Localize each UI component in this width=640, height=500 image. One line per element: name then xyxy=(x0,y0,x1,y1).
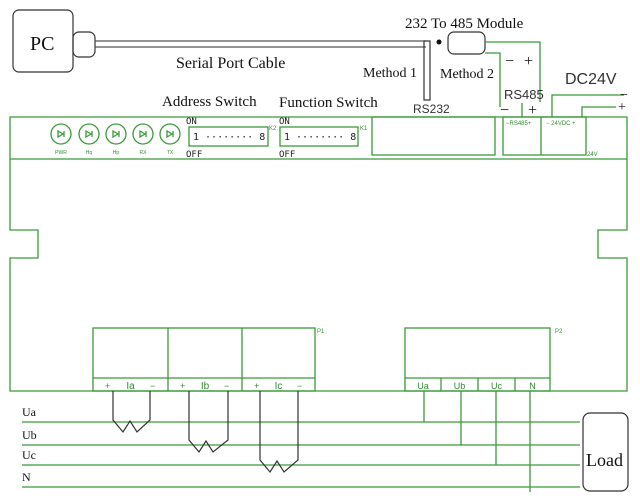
terminal-label: Ia xyxy=(126,381,135,392)
terminal-label: Ib xyxy=(201,381,210,392)
module-minus: − xyxy=(505,53,514,70)
line-label-ub: Ub xyxy=(22,428,37,442)
voltage-terminal-label: Uc xyxy=(491,381,502,391)
led-label: Hp xyxy=(113,150,120,156)
ct-coil-2 xyxy=(188,391,229,454)
voltage-terminal-label: Ub xyxy=(454,381,466,391)
terminal-label: Ic xyxy=(275,381,283,392)
address-on: ON xyxy=(186,117,197,127)
function-off: OFF xyxy=(279,150,295,160)
diode-icon xyxy=(85,129,93,139)
diode-icon xyxy=(57,129,65,139)
dc-terminal-label: − 24VDC + xyxy=(546,121,576,127)
voltage-terminal-label: Ua xyxy=(417,381,429,391)
method1-label: Method 1 xyxy=(363,66,417,81)
plus-label: + xyxy=(254,381,259,391)
terminal-ib: + Ib − xyxy=(180,381,229,392)
minus-label: − xyxy=(224,381,229,391)
diode-icon xyxy=(112,129,120,139)
rs485-module xyxy=(447,31,486,55)
connection-dot xyxy=(436,39,442,45)
load-label: Load xyxy=(586,450,623,470)
voltage-terminal-block: P2 xyxy=(404,327,563,392)
rs232-connector xyxy=(423,40,431,101)
pc-label: PC xyxy=(30,33,54,55)
function-on: ON xyxy=(279,117,290,127)
ct-coil-3 xyxy=(259,391,299,474)
function-area xyxy=(371,116,496,156)
address-tag: K2 xyxy=(269,126,277,132)
voltage-terminal-label: N xyxy=(529,381,536,391)
led-hp: Hp xyxy=(105,123,127,156)
led-label: TX xyxy=(167,150,174,156)
led-label: RX xyxy=(140,150,148,156)
led-tx: TX xyxy=(159,123,181,156)
rs232-label: RS232 xyxy=(413,102,450,116)
dc24v-label: DC24V xyxy=(565,71,617,88)
serial-port-cable xyxy=(95,40,426,48)
p1-tag: P1 xyxy=(317,329,325,335)
led-hq: Hq xyxy=(78,123,100,156)
method2-label: Method 2 xyxy=(440,67,494,82)
led-label: PWR xyxy=(55,150,67,156)
dc-tag: 24V xyxy=(587,152,598,158)
cable-label: Serial Port Cable xyxy=(176,55,285,72)
function-switch[interactable] xyxy=(279,126,359,147)
plus-label: + xyxy=(105,381,110,391)
address-range: 1 ········ 8 xyxy=(193,132,265,143)
load-box xyxy=(582,412,629,492)
p2-tag: P2 xyxy=(555,329,563,335)
serial-connector xyxy=(72,31,96,58)
current-terminal-block: P1 xyxy=(92,327,325,392)
line-label-uc: Uc xyxy=(22,448,36,462)
rs485-label: RS485 xyxy=(504,87,544,102)
plus-label: + xyxy=(180,381,185,391)
line-label-n: N xyxy=(22,470,31,484)
led-pwr: PWR xyxy=(50,123,72,156)
dc-plus: + xyxy=(618,100,626,115)
function-tag: K1 xyxy=(360,126,368,132)
diode-icon xyxy=(139,129,147,139)
rs485-minus: − xyxy=(500,102,509,119)
module-plus: + xyxy=(524,53,533,70)
terminal-ic: + Ic − xyxy=(254,381,302,392)
led-rx: RX xyxy=(132,123,154,156)
ct-coil-1 xyxy=(112,391,151,434)
address-switch[interactable] xyxy=(188,126,269,147)
terminal-ia: + Ia − xyxy=(105,381,155,392)
rs485-plus: + xyxy=(528,102,537,119)
function-range: 1 ········ 8 xyxy=(284,132,356,143)
meter-board xyxy=(9,116,628,392)
line-label-ua: Ua xyxy=(22,405,37,419)
diode-icon xyxy=(166,129,174,139)
minus-label: − xyxy=(297,381,302,391)
function-switch-title: Function Switch xyxy=(279,95,378,111)
dc-minus: − xyxy=(620,88,628,103)
address-off: OFF xyxy=(186,150,202,160)
led-label: Hq xyxy=(86,150,93,156)
rs485-terminal-label: −RS485+ xyxy=(506,121,532,127)
address-switch-title: Address Switch xyxy=(162,94,257,110)
minus-label: − xyxy=(150,381,155,391)
module-label: 232 To 485 Module xyxy=(405,16,524,32)
power-comm-terminal: −RS485+ − 24VDC + 24V xyxy=(502,116,598,158)
